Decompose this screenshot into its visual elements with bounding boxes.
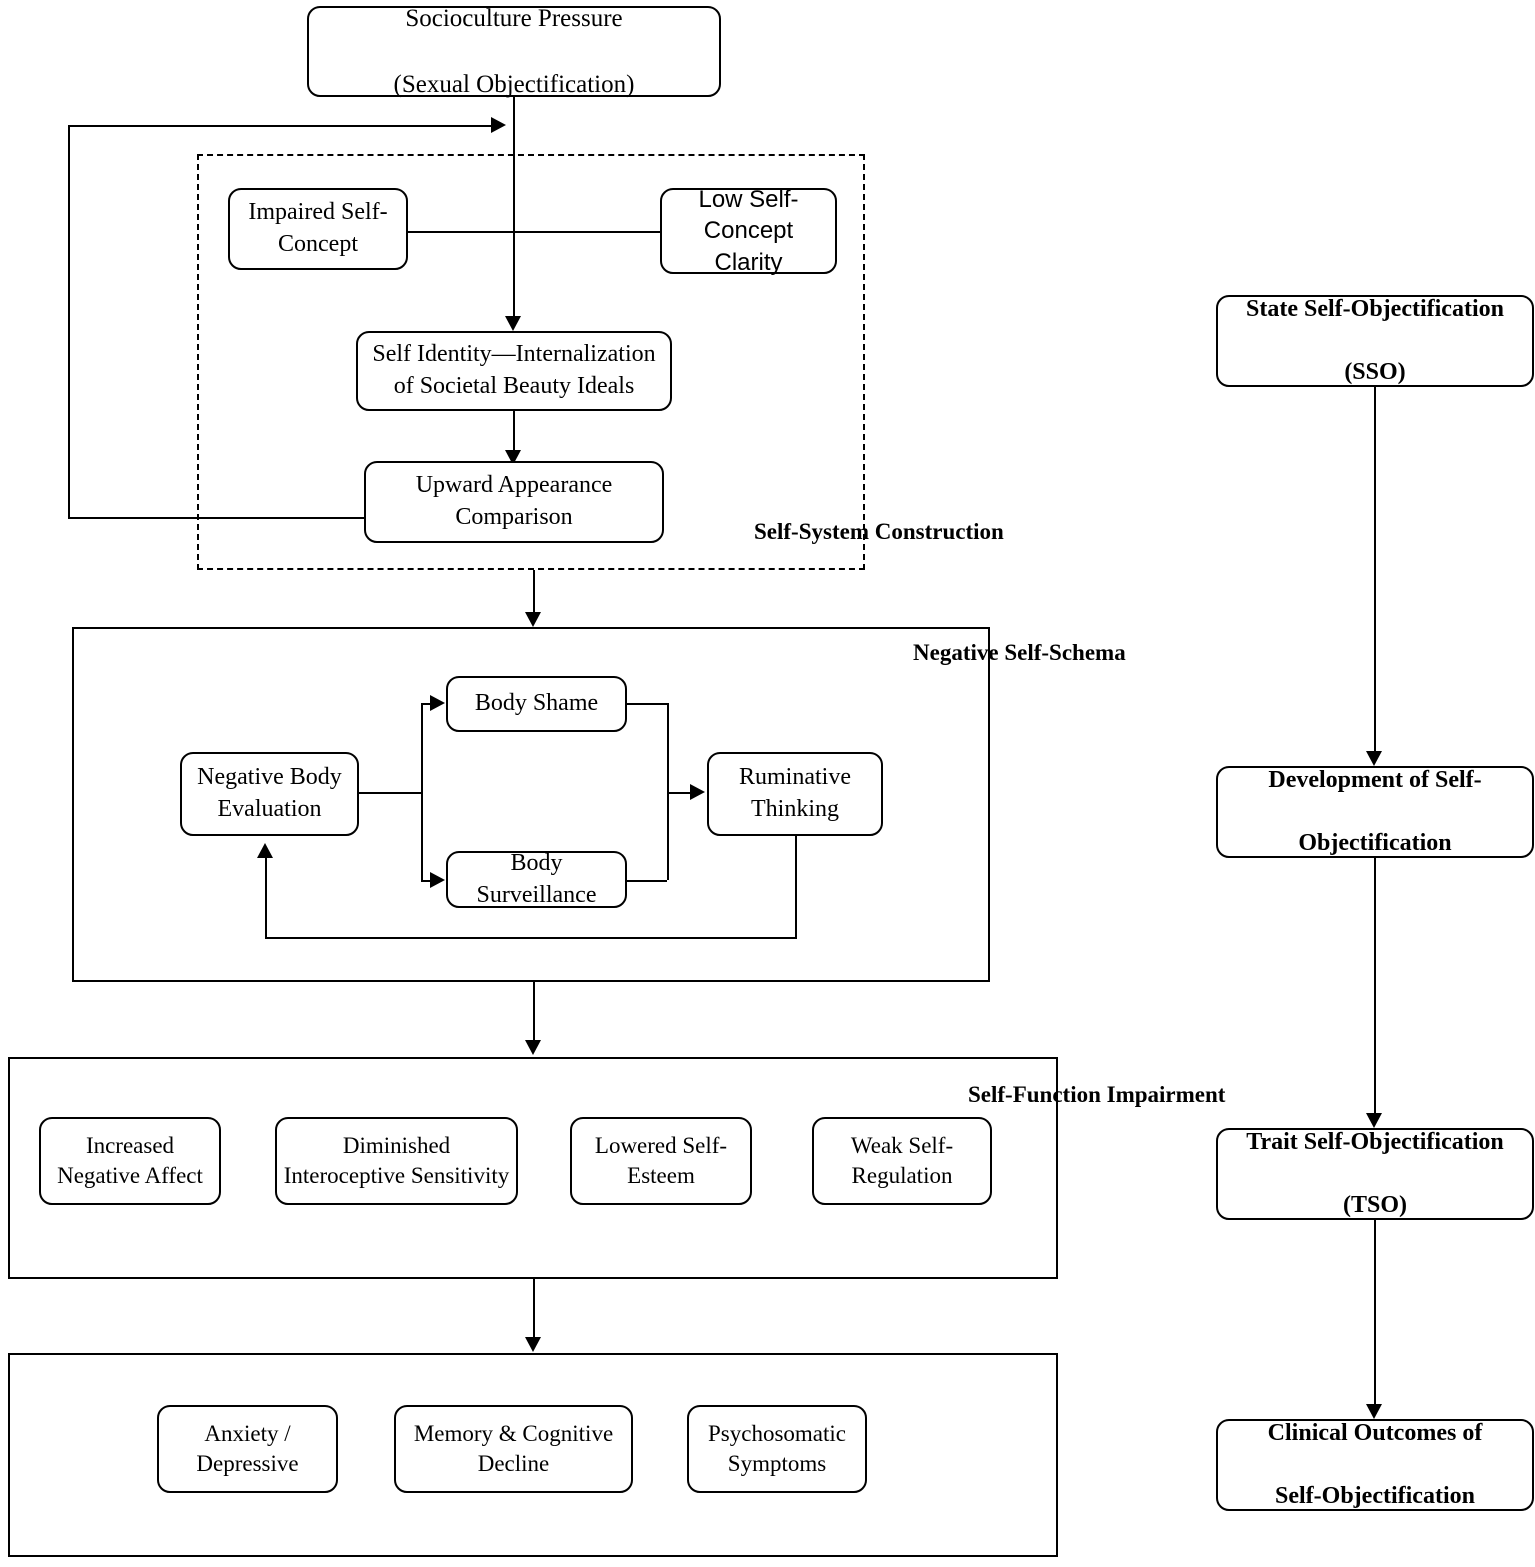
- node-trait-self-objectification: Trait Self-Objectification (TSO): [1216, 1128, 1534, 1220]
- edge-identity-to-comparison: [513, 411, 515, 453]
- development-line-2: Objectification: [1298, 829, 1452, 856]
- feedback-top-segment: [68, 125, 493, 127]
- edge-function-to-outcomes: [533, 1279, 535, 1338]
- upward-comparison-label: Upward Appearance Comparison: [415, 472, 613, 530]
- node-weak-self-regulation: Weak Self-Regulation: [812, 1117, 992, 1205]
- node-diminished-interoceptive-sensitivity: Diminished Interoceptive Sensitivity: [275, 1117, 518, 1205]
- edge-development-to-tso: [1374, 858, 1376, 1115]
- low-self-concept-clarity-label: Low Self-Concept Clarity: [698, 185, 799, 276]
- node-state-self-objectification: State Self-Objectification (SSO): [1216, 295, 1534, 387]
- node-increased-negative-affect: Increased Negative Affect: [39, 1117, 221, 1205]
- arrowhead-loopback-to-nbe: [257, 843, 273, 858]
- group-self-function-impairment: [8, 1057, 1058, 1279]
- body-shame-label: Body Shame: [474, 690, 599, 717]
- lowered-self-esteem-label: Lowered Self-Esteem: [594, 1132, 728, 1188]
- arrowhead-to-clinical-outcomes: [1366, 1404, 1382, 1419]
- edge-loopback-horizontal: [265, 937, 797, 939]
- edge-merge-vertical: [667, 703, 669, 880]
- clinical-line-2: Self-Objectification: [1275, 1482, 1475, 1509]
- memory-cognitive-decline-label: Memory & Cognitive Decline: [413, 1420, 614, 1476]
- node-psychosomatic-symptoms: Psychosomatic Symptoms: [687, 1405, 867, 1493]
- arrowhead-to-development: [1366, 751, 1382, 766]
- psychosomatic-symptoms-label: Psychosomatic Symptoms: [708, 1420, 846, 1476]
- tso-line-1: Trait Self-Objectification: [1246, 1128, 1504, 1155]
- negative-body-evaluation-label: Negative Body Evaluation: [197, 764, 342, 822]
- weak-self-regulation-label: Weak Self-Regulation: [850, 1132, 954, 1188]
- arrowhead-to-body-shame: [430, 695, 445, 711]
- edge-ruminative-down: [795, 836, 797, 937]
- node-low-self-concept-clarity: Low Self-Concept Clarity: [660, 186, 837, 276]
- sso-line-1: State Self-Objectification: [1246, 295, 1504, 322]
- node-development-of-self-objectification: Development of Self- Objectification: [1216, 766, 1534, 858]
- edge-schema-to-function: [533, 982, 535, 1042]
- arrowhead-to-self-function: [525, 1040, 541, 1055]
- socioculture-line-2: (Sexual Objectification): [393, 71, 635, 98]
- arrowhead-feedback-into-trunk: [491, 117, 506, 133]
- ruminative-thinking-label: Ruminative Thinking: [739, 764, 851, 822]
- arrowhead-to-body-surveillance: [430, 872, 445, 888]
- edge-bus-to-body-shame: [421, 703, 432, 705]
- caption-negative-self-schema: Negative Self-Schema: [913, 640, 1126, 665]
- edge-tso-to-clinical-outcomes: [1374, 1220, 1376, 1406]
- arrowhead-to-tso: [1366, 1113, 1382, 1128]
- diminished-interoceptive-sensitivity-label: Diminished Interoceptive Sensitivity: [283, 1132, 510, 1188]
- sso-line-2: (SSO): [1344, 358, 1406, 385]
- edge-nbe-to-bus: [359, 792, 421, 794]
- edge-sso-to-development: [1374, 387, 1376, 753]
- tso-line-2: (TSO): [1342, 1191, 1407, 1218]
- edge-bus-vertical: [421, 703, 423, 880]
- anxiety-depressive-label: Anxiety / Depressive: [196, 1420, 299, 1476]
- node-anxiety-depressive: Anxiety / Depressive: [157, 1405, 338, 1493]
- node-socioculture-pressure: Socioculture Pressure (Sexual Objectific…: [307, 5, 721, 98]
- edge-merge-to-ruminative: [667, 792, 691, 794]
- node-impaired-self-concept: Impaired Self-Concept: [228, 188, 408, 270]
- impaired-self-concept-label: Impaired Self-Concept: [248, 199, 388, 257]
- edge-loopback-up: [265, 858, 267, 938]
- body-surveillance-label: Body Surveillance: [476, 849, 597, 908]
- edge-impaired-to-clarity: [408, 231, 660, 233]
- edge-selfsystem-to-schema: [533, 570, 535, 615]
- edge-body-shame-to-merge: [627, 703, 667, 705]
- development-line-1: Development of Self-: [1268, 766, 1482, 793]
- node-clinical-outcomes-of-self-objectification: Clinical Outcomes of Self-Objectificatio…: [1216, 1419, 1534, 1511]
- node-ruminative-thinking: Ruminative Thinking: [707, 752, 883, 836]
- caption-self-function-impairment: Self-Function Impairment: [968, 1082, 1226, 1107]
- edge-bus-to-body-surveillance: [421, 880, 432, 882]
- self-identity-label: Self Identity—Internalization of Societa…: [372, 341, 656, 399]
- node-body-shame: Body Shame: [446, 676, 627, 732]
- edge-socioculture-to-identity: [513, 97, 515, 319]
- node-body-surveillance: Body Surveillance: [446, 849, 627, 908]
- arrowhead-to-self-identity: [505, 316, 521, 331]
- arrowhead-to-ruminative-thinking: [690, 784, 705, 800]
- clinical-line-1: Clinical Outcomes of: [1267, 1419, 1483, 1446]
- arrowhead-to-negative-schema: [525, 612, 541, 627]
- group-clinical-outcomes: [8, 1353, 1058, 1557]
- caption-self-system-construction: Self-System Construction: [754, 519, 1004, 544]
- group-self-system-construction: [197, 154, 865, 570]
- arrowhead-to-outcomes-container: [525, 1337, 541, 1352]
- node-self-identity-internalization: Self Identity—Internalization of Societa…: [356, 331, 672, 411]
- group-negative-self-schema: [72, 627, 990, 982]
- node-memory-cognitive-decline: Memory & Cognitive Decline: [394, 1405, 633, 1493]
- node-upward-appearance-comparison: Upward Appearance Comparison: [364, 461, 664, 543]
- edge-body-surveillance-to-merge: [627, 880, 667, 882]
- node-negative-body-evaluation: Negative Body Evaluation: [180, 752, 359, 836]
- increased-negative-affect-label: Increased Negative Affect: [57, 1132, 203, 1188]
- feedback-bottom-segment: [68, 517, 365, 519]
- socioculture-line-1: Socioculture Pressure: [405, 5, 623, 32]
- feedback-left-segment: [68, 125, 70, 519]
- node-lowered-self-esteem: Lowered Self-Esteem: [570, 1117, 752, 1205]
